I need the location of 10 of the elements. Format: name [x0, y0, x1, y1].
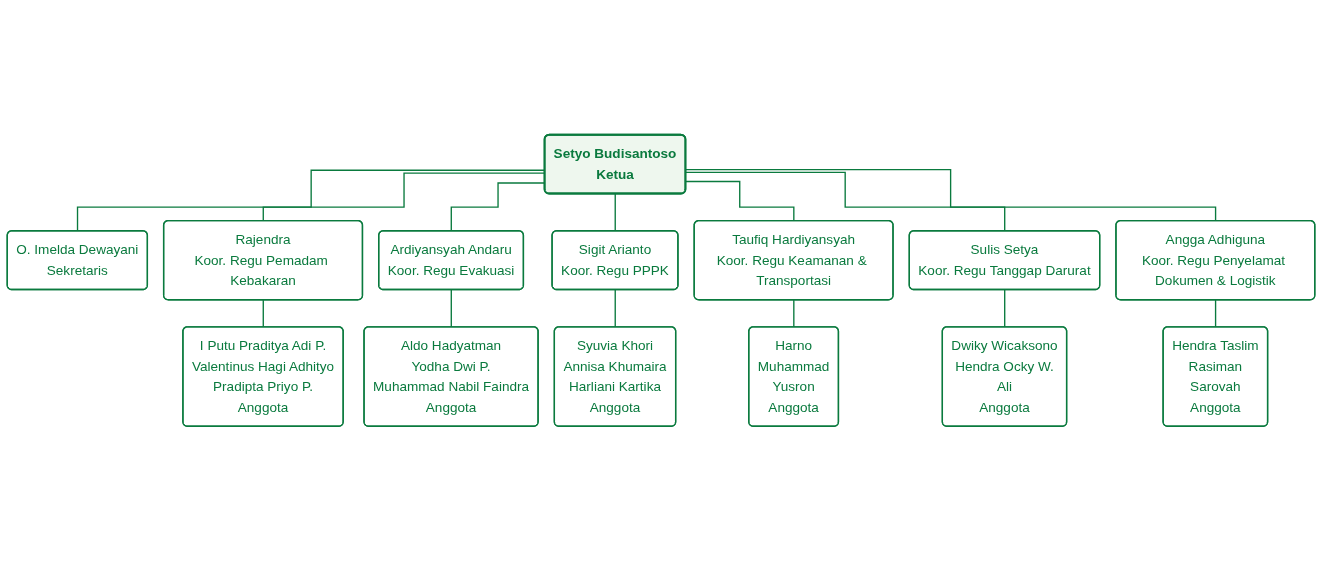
connector	[614, 193, 617, 232]
connector	[793, 299, 795, 328]
connector	[262, 299, 265, 328]
connector	[450, 289, 453, 328]
connector	[1214, 299, 1217, 328]
connector	[614, 289, 617, 328]
connector	[1004, 289, 1006, 328]
connector	[685, 168, 1217, 222]
connector	[685, 180, 795, 222]
connector	[685, 171, 1006, 232]
